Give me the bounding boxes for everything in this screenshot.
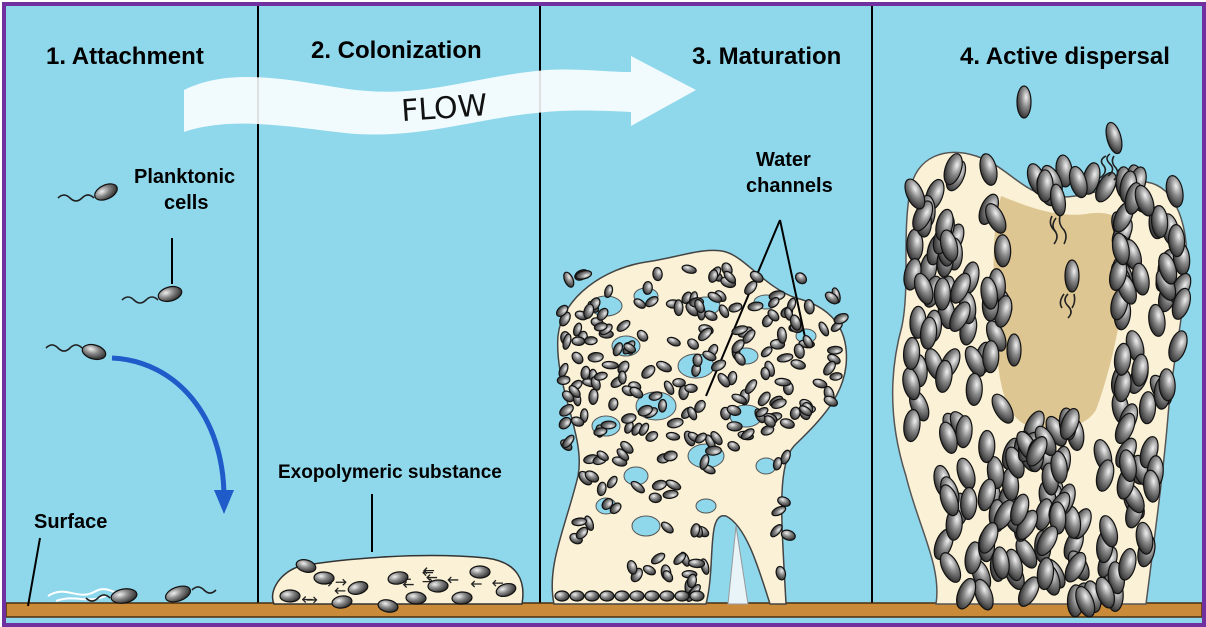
water-channel	[696, 499, 716, 513]
biofilm-cell	[555, 591, 569, 601]
biofilm-cell	[660, 591, 674, 601]
panel-title-maturation: 3. Maturation	[692, 43, 841, 70]
biofilm-cell	[658, 399, 667, 412]
planktonic-label-line2: cells	[164, 192, 208, 214]
biofilm-cell	[645, 591, 659, 601]
biofilm-cell	[688, 559, 704, 568]
panel-title-attachment: 1. Attachment	[46, 43, 204, 70]
biofilm-cell	[675, 591, 689, 601]
biofilm-cell	[585, 591, 599, 601]
biofilm-cell	[693, 354, 702, 366]
biofilm-cell	[685, 384, 698, 393]
biofilm-cell	[584, 336, 597, 344]
biofilm-cell	[600, 591, 614, 601]
biofilm-cell	[994, 235, 1011, 267]
biofilm-cell	[643, 281, 653, 295]
biofilm-cell	[570, 591, 584, 601]
biofilm-cell	[727, 421, 742, 431]
dispersing-cell	[1017, 86, 1031, 118]
biofilm-cell	[827, 346, 842, 354]
water-label-line1: Water	[756, 149, 811, 171]
panel-title-dispersal: 4. Active dispersal	[960, 43, 1170, 70]
biofilm-cell	[966, 373, 983, 405]
biofilm-cell	[615, 591, 629, 601]
biofilm-cell	[673, 378, 686, 387]
biofilm-cell	[652, 267, 662, 281]
colonizing-cell	[470, 566, 490, 578]
flow-label: FLOW	[400, 88, 488, 129]
biofilm-cell	[557, 375, 570, 385]
water-label-line2: channels	[746, 175, 833, 197]
biofilm-cell	[572, 337, 585, 346]
colonizing-cell	[428, 580, 448, 593]
biofilm-cell	[630, 591, 644, 601]
planktonic-label-line1: Planktonic	[134, 166, 235, 188]
biofilm-cell	[934, 278, 950, 310]
surface-label: Surface	[34, 511, 107, 533]
water-channel	[632, 516, 660, 536]
biofilm-cell	[618, 371, 626, 384]
dispersing-cell	[1007, 334, 1021, 366]
colonizing-cell	[314, 572, 334, 585]
diagram-canvas: FLOW 1. Attachment 2. Colonization 3. Ma…	[6, 6, 1202, 623]
eps-label: Exopolymeric substance	[278, 462, 502, 483]
panel-title-colonization: 2. Colonization	[311, 37, 482, 64]
dispersing-cell	[1065, 260, 1079, 292]
biofilm-cell	[978, 430, 995, 462]
biofilm-cell	[674, 300, 683, 316]
biofilm-cell	[690, 591, 704, 601]
biofilm-cell	[960, 487, 977, 520]
colonizing-cell	[280, 590, 300, 602]
biofilm-cell	[982, 340, 999, 372]
